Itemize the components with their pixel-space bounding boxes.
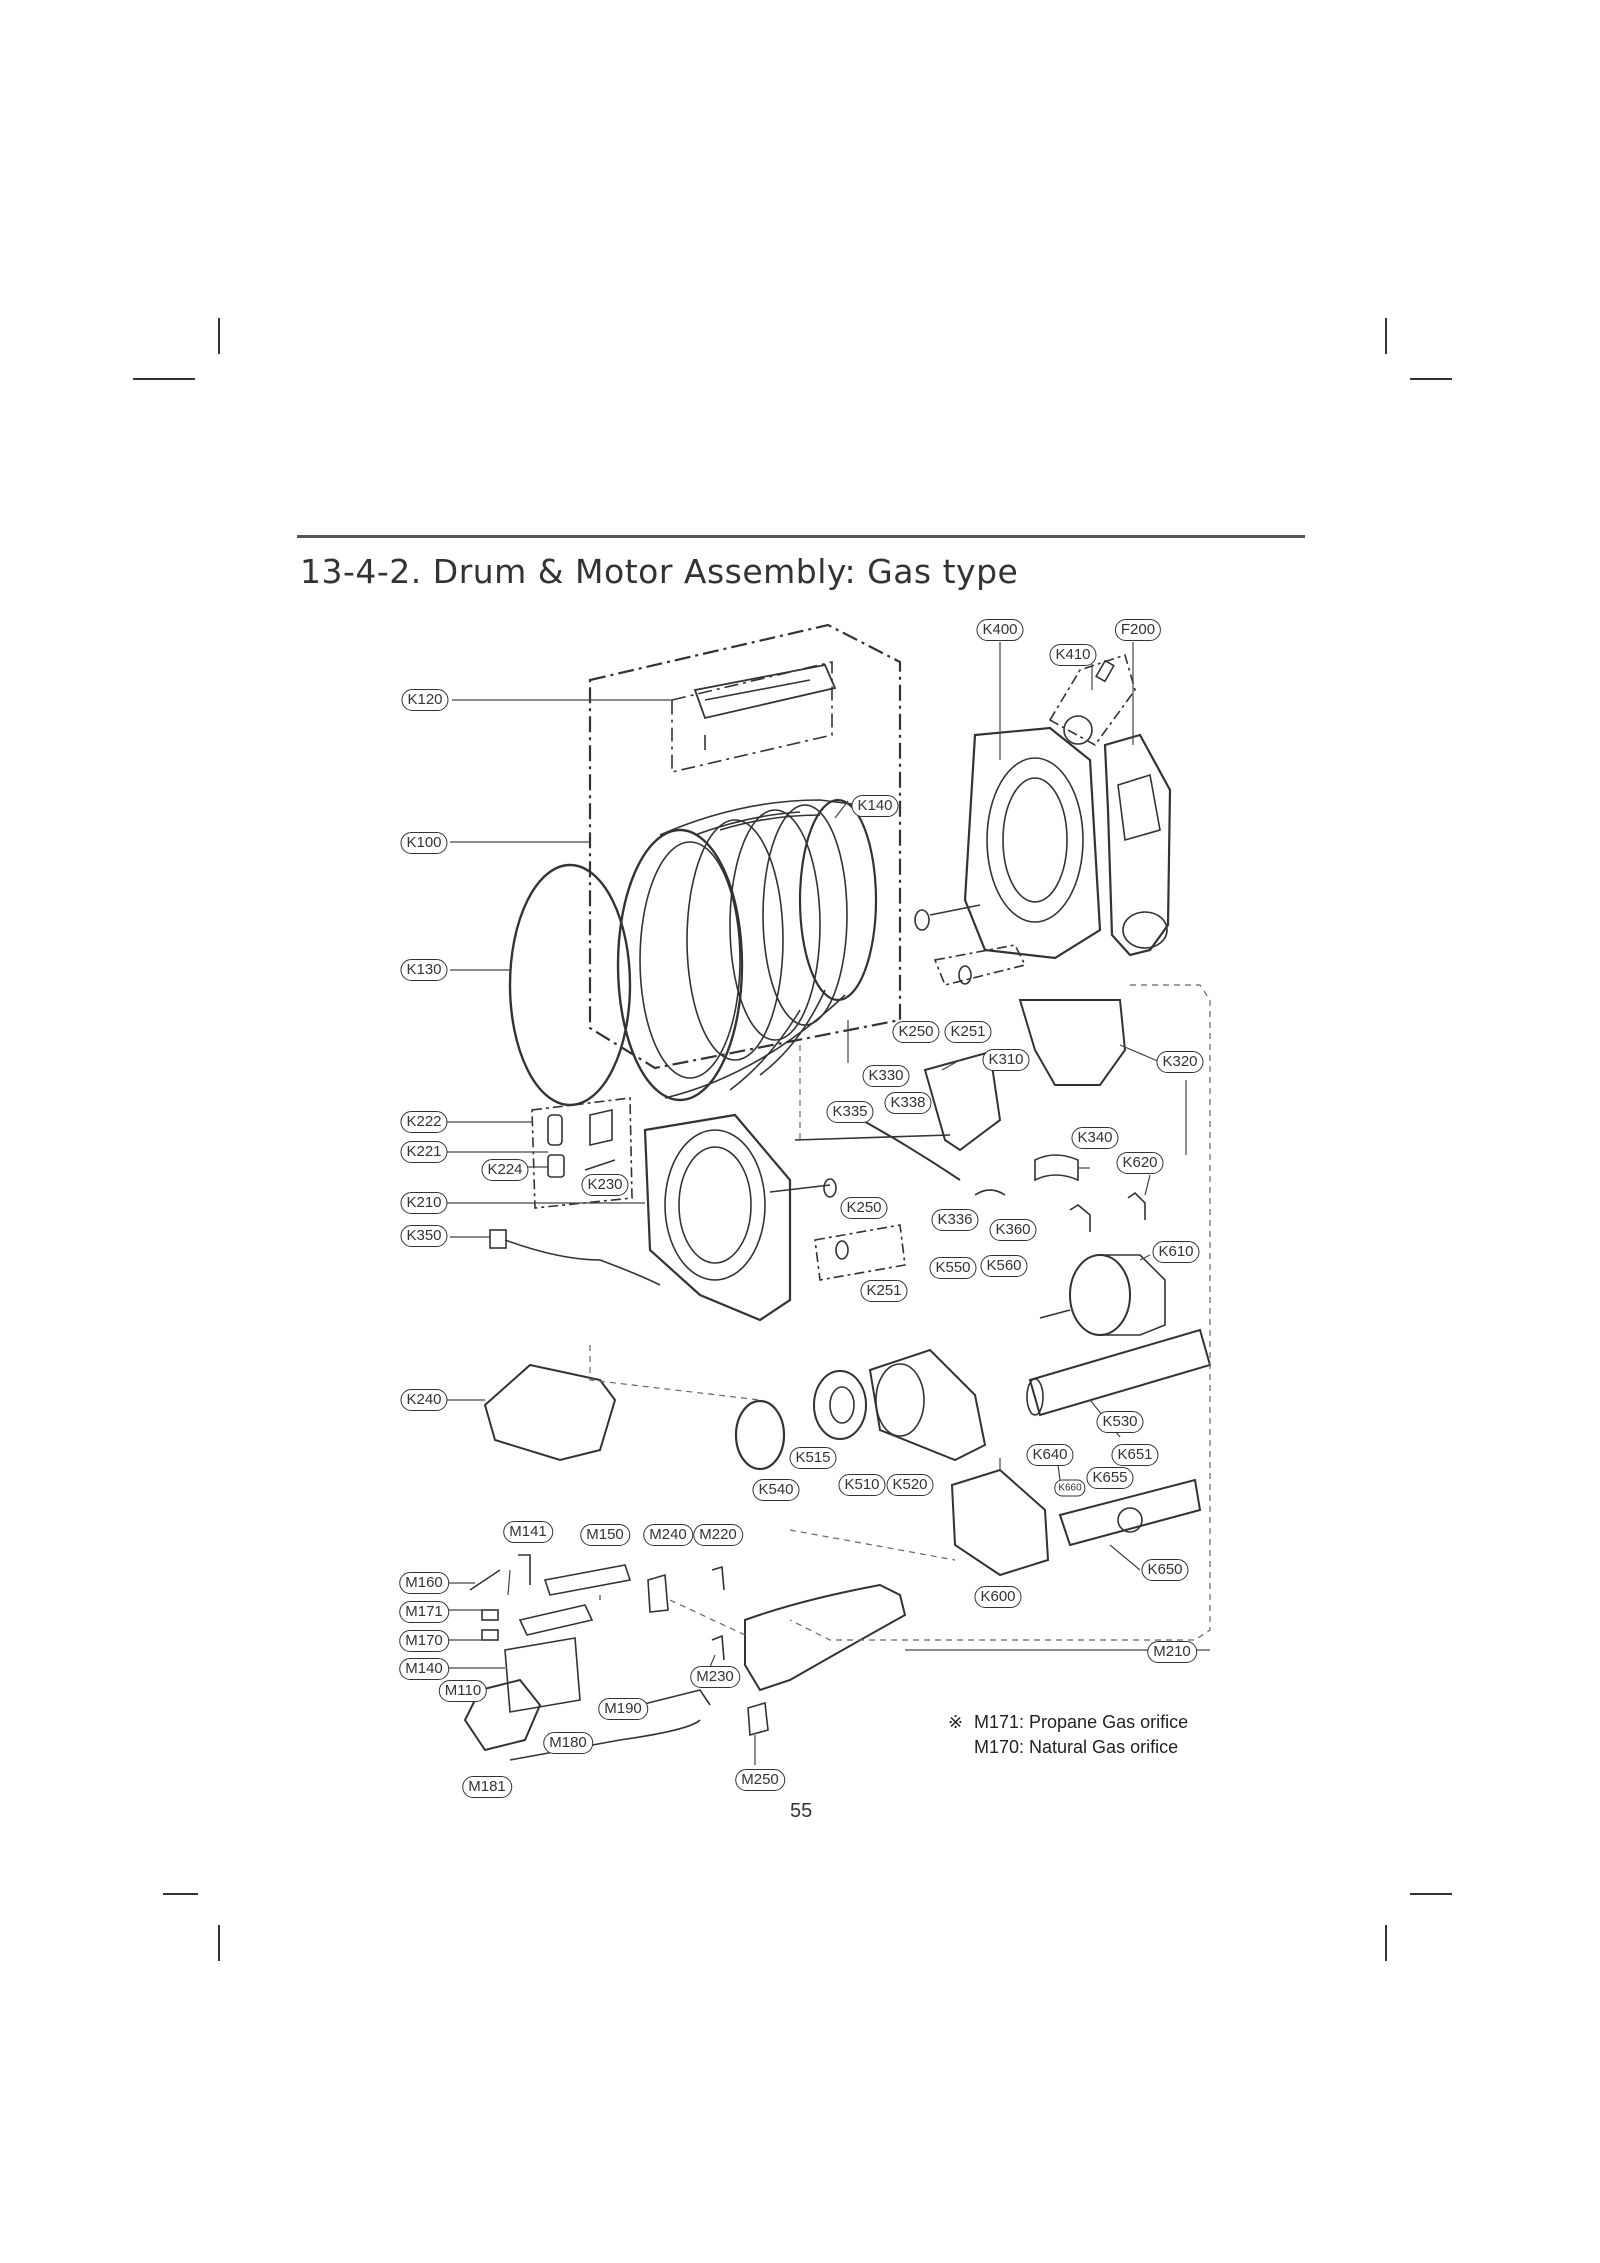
part-label-m181: M181: [462, 1776, 512, 1798]
note-line-1: M171: Propane Gas orifice: [974, 1712, 1189, 1732]
page-number: 55: [790, 1800, 813, 1822]
lint-filter-housing: [923, 1050, 1002, 1152]
part-label-k530: K530: [1096, 1411, 1144, 1433]
part-label-m110: M110: [438, 1680, 488, 1702]
crop-mark: [1410, 378, 1452, 380]
part-label-k655: K655: [1086, 1467, 1134, 1489]
part-label-m160: M160: [399, 1572, 449, 1594]
part-label-m210: M210: [1147, 1641, 1197, 1663]
exhaust-duct: [1103, 733, 1172, 957]
part-label-m140: M140: [399, 1658, 449, 1680]
crop-mark: [1410, 1893, 1452, 1895]
part-label-k350: K350: [400, 1225, 448, 1247]
part-label-m171: M171: [399, 1601, 449, 1623]
drive-motor: [1039, 1254, 1166, 1336]
part-label-k651: K651: [1111, 1444, 1159, 1466]
lint-duct: [1018, 999, 1127, 1086]
part-label-m141: M141: [503, 1521, 553, 1543]
orifice-note: ※ M171: Propane Gas orifice M170: Natural…: [948, 1710, 1188, 1760]
gas-burner-group: [463, 1554, 711, 1761]
part-label-k620: K620: [1116, 1152, 1164, 1174]
exhaust-tube: [1028, 1328, 1212, 1417]
part-label-k410: K410: [1049, 644, 1097, 666]
part-label-k560: K560: [980, 1255, 1028, 1277]
part-label-f200: F200: [1114, 619, 1162, 641]
part-label-k660: K660: [1054, 1479, 1086, 1497]
crop-mark: [163, 1893, 198, 1895]
part-label-k130: K130: [400, 959, 448, 981]
page-title: 13-4-2. Drum & Motor Assembly: Gas type: [300, 552, 1019, 591]
part-label-k230: K230: [581, 1174, 629, 1196]
part-label-k400: K400: [976, 619, 1024, 641]
crop-mark: [218, 1925, 220, 1961]
drum-baffle: [693, 663, 837, 720]
motor-bracket: [1058, 1478, 1202, 1547]
part-label-k100: K100: [400, 832, 448, 854]
part-label-k510: K510: [838, 1474, 886, 1496]
part-label-m230: M230: [690, 1666, 740, 1688]
part-label-k340: K340: [1071, 1127, 1119, 1149]
crop-mark: [133, 378, 195, 380]
idler-bracket: [950, 1468, 1050, 1577]
rear-bearing-parts: [914, 904, 1027, 986]
note-line-2: M170: Natural Gas orifice: [974, 1737, 1179, 1757]
part-label-m220: M220: [693, 1524, 743, 1546]
part-label-k550: K550: [929, 1257, 977, 1279]
part-label-k250-top: K250: [892, 1021, 940, 1043]
part-label-k240: K240: [400, 1389, 448, 1411]
part-label-k251-top: K251: [944, 1021, 992, 1043]
part-label-k120: K120: [401, 689, 449, 711]
part-label-k610: K610: [1152, 1241, 1200, 1263]
part-label-k515: K515: [789, 1447, 837, 1469]
part-label-k520: K520: [886, 1474, 934, 1496]
part-label-k250-mid: K250: [840, 1197, 888, 1219]
blower-wheel: [813, 1370, 867, 1440]
part-label-k600: K600: [974, 1586, 1022, 1608]
front-guide: [483, 1363, 617, 1462]
part-label-m240: M240: [643, 1524, 693, 1546]
part-label-m180: M180: [543, 1732, 593, 1754]
part-label-k360: K360: [989, 1219, 1037, 1241]
part-label-k222: K222: [400, 1111, 448, 1133]
header-rule: [297, 535, 1305, 538]
blower-housing: [868, 1348, 987, 1462]
burner-tube: [744, 1583, 907, 1692]
crop-mark: [218, 318, 220, 354]
part-label-k336: K336: [931, 1209, 979, 1231]
part-label-m250: M250: [735, 1769, 785, 1791]
drum-seal-ring: [508, 863, 632, 1107]
part-label-k335: K335: [826, 1101, 874, 1123]
drum-assembly-boundary: [588, 623, 902, 1070]
part-label-k310: K310: [982, 1049, 1030, 1071]
part-label-k140: K140: [851, 795, 899, 817]
part-label-k224: K224: [481, 1159, 529, 1181]
part-label-k251-mid: K251: [860, 1280, 908, 1302]
part-label-k320: K320: [1156, 1051, 1204, 1073]
note-symbol: ※: [948, 1712, 964, 1732]
part-label-k210: K210: [400, 1192, 448, 1214]
blower-gasket: [734, 1399, 786, 1471]
part-label-k540: K540: [752, 1479, 800, 1501]
part-label-k338: K338: [884, 1092, 932, 1114]
part-label-k221: K221: [400, 1141, 448, 1163]
crop-mark: [1385, 318, 1387, 354]
front-panel: [643, 1113, 792, 1322]
part-label-k640: K640: [1026, 1444, 1074, 1466]
part-label-m190: M190: [598, 1698, 648, 1720]
part-label-m170: M170: [399, 1630, 449, 1652]
crop-mark: [1385, 1925, 1387, 1961]
part-label-m150: M150: [580, 1524, 630, 1546]
switch-group-boundary: [531, 1097, 633, 1209]
drum-cylinder: [616, 798, 878, 1102]
rear-panel: [963, 726, 1102, 960]
part-label-k650: K650: [1141, 1559, 1189, 1581]
wire-harness: [504, 1239, 661, 1286]
part-label-k330: K330: [862, 1065, 910, 1087]
